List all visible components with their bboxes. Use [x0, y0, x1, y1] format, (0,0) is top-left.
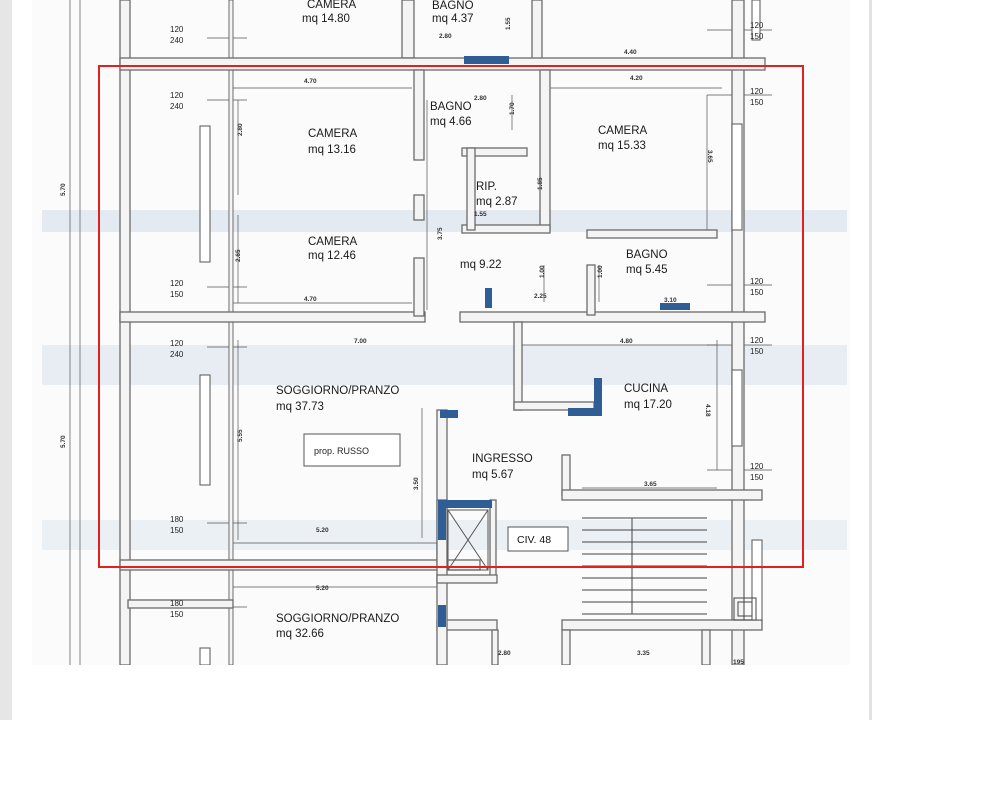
dim-520-b: 5.20: [316, 585, 329, 592]
side-r5-b: 150: [750, 473, 764, 482]
owner-box: [303, 433, 401, 467]
dim-570-a: 5.70: [60, 183, 67, 196]
side-l3-a: 120: [170, 279, 184, 288]
room-bagno-top-area: mq 4.37: [432, 13, 474, 25]
side-r1-b: 150: [750, 32, 764, 41]
dim-280-top: 2.80: [439, 33, 452, 40]
dim-100-b: 1.00: [597, 265, 604, 278]
divider-right: [869, 0, 872, 720]
dim-440-top: 4.40: [624, 49, 637, 56]
civic-box: [507, 526, 569, 552]
dimension-labels: 2.80 1.55 4.40 4.70 2.80 4.20 1.70 2.80 …: [60, 17, 744, 665]
dim-520-a: 5.20: [316, 527, 329, 534]
owner-label: prop. RUSSO: [314, 446, 369, 456]
dimension-lines: [69, 0, 772, 665]
room-camera-2-name: CAMERA: [598, 125, 648, 137]
dim-365-b: 3.65: [644, 481, 657, 488]
dim-195: 195: [733, 659, 744, 665]
room-disimpegno-area: mq 9.22: [460, 259, 502, 271]
dim-335: 3.35: [637, 650, 650, 657]
side-r5-a: 120: [750, 462, 764, 471]
dim-700: 7.00: [354, 338, 367, 345]
room-bagno-1-name: BAGNO: [430, 101, 472, 113]
windows: [199, 0, 763, 665]
side-r4-b: 150: [750, 347, 764, 356]
scan-ghost-bands: [42, 210, 847, 550]
room-cucina-name: CUCINA: [624, 383, 668, 395]
dim-480: 4.80: [620, 338, 633, 345]
dim-570-b: 5.70: [60, 435, 67, 448]
room-camera-1-name: CAMERA: [308, 128, 358, 140]
dim-365-v: 3.65: [706, 150, 713, 163]
floor-plan: CAMERA mq 14.80 BAGNO mq 4.37 CAMERA mq …: [32, 0, 850, 665]
side-l2-a: 120: [170, 91, 184, 100]
side-l6-a: 180: [170, 599, 184, 608]
room-rip-area: mq 2.87: [476, 196, 518, 208]
side-l4-b: 240: [170, 350, 184, 359]
side-l3-b: 150: [170, 290, 184, 299]
room-camera-3-name: CAMERA: [308, 236, 358, 248]
room-cucina-area: mq 17.20: [624, 399, 672, 411]
room-soggiorno-area: mq 37.73: [276, 401, 324, 413]
room-bagno-2-name: BAGNO: [626, 249, 668, 261]
dim-225: 2.25: [534, 293, 547, 300]
room-camera-1-area: mq 13.16: [308, 144, 356, 156]
room-bagno-top-name: BAGNO: [432, 0, 474, 12]
dim-280-v: 2.80: [237, 123, 244, 136]
dim-418: 4.18: [704, 404, 711, 417]
side-l5-a: 180: [170, 515, 184, 524]
dim-470-b: 4.70: [304, 296, 317, 303]
side-dimensions: 120 240 120 240 120 150 120 240 180 150 …: [170, 21, 764, 619]
room-bagno-2-area: mq 5.45: [626, 264, 668, 276]
side-l4-a: 120: [170, 339, 184, 348]
dim-185: 1.85: [537, 177, 544, 190]
room-camera-3-area: mq 12.46: [308, 250, 356, 262]
room-labels: CAMERA mq 14.80 BAGNO mq 4.37 CAMERA mq …: [276, 0, 672, 640]
side-l5-b: 150: [170, 526, 184, 535]
room-soggiorno-below-name: SOGGIORNO/PRANZO: [276, 613, 399, 625]
dim-170: 1.70: [509, 102, 516, 115]
room-soggiorno-below-area: mq 32.66: [276, 628, 324, 640]
dim-420: 4.20: [630, 75, 643, 82]
room-ingresso-name: INGRESSO: [472, 453, 533, 465]
dim-155-mid: 1.55: [474, 211, 487, 218]
room-bagno-1-area: mq 4.66: [430, 116, 472, 128]
side-l6-b: 150: [170, 610, 184, 619]
side-r3-b: 150: [750, 288, 764, 297]
room-rip-name: RIP.: [476, 181, 497, 193]
dim-155-top: 1.55: [505, 17, 512, 30]
side-l2-b: 240: [170, 102, 184, 111]
dim-350: 3.50: [413, 477, 420, 490]
side-l1-a: 120: [170, 25, 184, 34]
floor-plan-image: CAMERA mq 14.80 BAGNO mq 4.37 CAMERA mq …: [32, 0, 850, 665]
side-l1-b: 240: [170, 36, 184, 45]
dim-265: 2.65: [235, 249, 242, 262]
side-r3-a: 120: [750, 277, 764, 286]
dim-555: 5.55: [237, 429, 244, 442]
highlight-rectangle: [98, 65, 804, 568]
dim-310: 3.10: [664, 297, 677, 304]
side-r2-a: 120: [750, 87, 764, 96]
dim-375: 3.75: [437, 227, 444, 240]
dim-280-b: 2.80: [474, 95, 487, 102]
room-camera-top-name: CAMERA: [307, 0, 357, 11]
elevator-shaft: [447, 509, 489, 571]
dim-470-a: 4.70: [304, 78, 317, 85]
side-r1-a: 120: [750, 21, 764, 30]
room-ingresso-area: mq 5.67: [472, 469, 514, 481]
structural-accents: [438, 56, 690, 627]
room-soggiorno-name: SOGGIORNO/PRANZO: [276, 385, 399, 397]
room-camera-top-area: mq 14.80: [302, 13, 350, 25]
side-r4-a: 120: [750, 336, 764, 345]
dim-280-c: 2.80: [498, 650, 511, 657]
dim-100-a: 1.00: [539, 265, 546, 278]
civic-label: CIV. 48: [517, 534, 551, 546]
room-camera-2-area: mq 15.33: [598, 140, 646, 152]
side-r2-b: 150: [750, 98, 764, 107]
scrollbar-left: [0, 0, 12, 720]
